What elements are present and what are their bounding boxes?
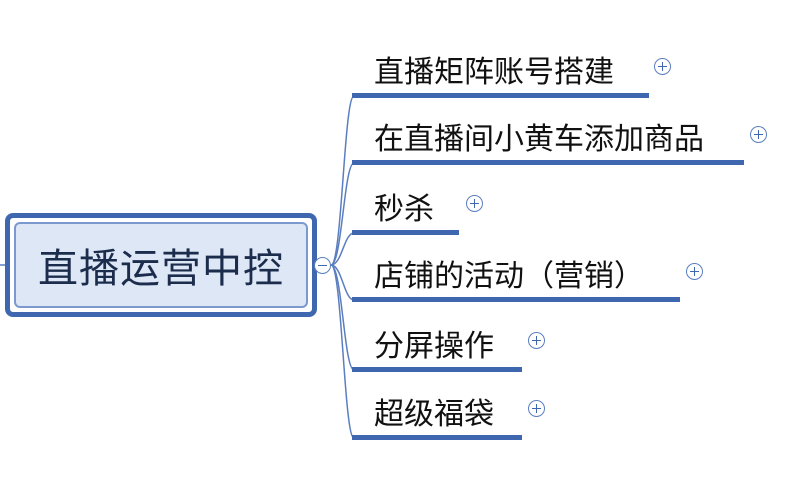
branch-topic-label: 秒杀 [374, 192, 434, 227]
branch-topic-label: 直播矩阵账号搭建 [374, 55, 614, 90]
expand-plus-icon[interactable] [528, 332, 545, 349]
branch-topic-4[interactable]: 店铺的活动（营销） [352, 252, 712, 302]
connector-branch-2 [330, 162, 355, 266]
collapse-minus-icon[interactable] [314, 257, 331, 274]
branch-topic-label: 超级福袋 [374, 397, 494, 432]
branch-underline [352, 297, 680, 302]
branch-underline [352, 93, 649, 98]
branch-topic-label: 分屏操作 [374, 329, 494, 364]
root-topic[interactable]: 直播运营中控 [5, 213, 317, 317]
branch-underline [352, 367, 522, 372]
root-topic-inner: 直播运营中控 [14, 222, 308, 308]
branch-topic-label: 在直播间小黄车添加商品 [374, 122, 704, 157]
branch-topic-5[interactable]: 分屏操作 [352, 322, 552, 372]
branch-underline [352, 230, 459, 235]
branch-topic-2[interactable]: 在直播间小黄车添加商品 [352, 115, 772, 165]
branch-underline [352, 160, 744, 165]
branch-topic-6[interactable]: 超级福袋 [352, 390, 552, 440]
expand-plus-icon[interactable] [654, 58, 671, 75]
connector-branch-3 [330, 232, 355, 266]
expand-plus-icon[interactable] [466, 195, 483, 212]
connector-branch-6 [330, 264, 355, 439]
expand-plus-icon[interactable] [686, 263, 703, 280]
expand-plus-icon[interactable] [750, 126, 767, 143]
branch-topic-1[interactable]: 直播矩阵账号搭建 [352, 48, 671, 98]
connector-branch-1 [330, 95, 355, 266]
expand-plus-icon[interactable] [528, 400, 545, 417]
root-topic-label: 直播运营中控 [38, 246, 284, 292]
branch-topic-3[interactable]: 秒杀 [352, 185, 492, 235]
branch-topic-label: 店铺的活动（营销） [374, 259, 644, 294]
branch-underline [352, 435, 522, 440]
